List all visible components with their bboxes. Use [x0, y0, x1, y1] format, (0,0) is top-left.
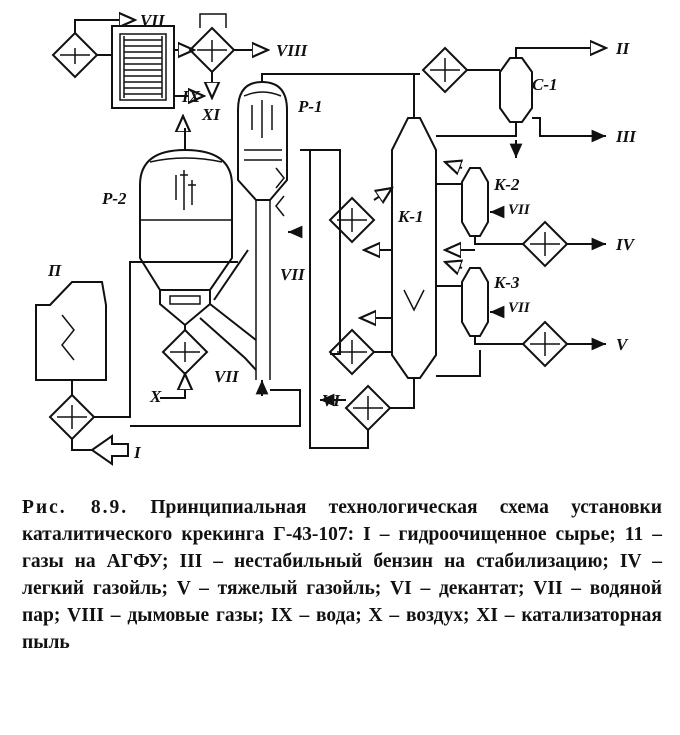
label-stripper-k2: K-2	[493, 175, 520, 194]
label-stream-ii: II	[615, 39, 631, 58]
label-stripper-k3: K-3	[493, 273, 520, 292]
process-flow-diagram: VII VIII IX XI P-1 P-2 VII П X VII I K-1…	[35, 11, 637, 466]
feed-inlet-arrow	[90, 434, 129, 466]
label-column-k1: K-1	[397, 207, 424, 226]
label-furnace: П	[47, 261, 62, 280]
air-heater-p2	[161, 328, 209, 376]
label-stream-v: V	[616, 335, 629, 354]
caption-text: Принципиальная технологическая схема уст…	[22, 497, 662, 653]
label-reactor-p1: P-1	[297, 97, 323, 116]
label-stream-vii-p1: VII	[280, 265, 306, 284]
cooler-k1-left-upper	[328, 196, 376, 244]
heat-exchanger-top-left	[51, 31, 99, 79]
label-regenerator-p2: P-2	[101, 189, 127, 208]
label-stream-ix: IX	[181, 87, 201, 106]
label-stream-vii-k3: VII	[508, 300, 531, 316]
label-stream-xi: XI	[201, 105, 221, 124]
cyclone-filter-top	[188, 13, 236, 74]
cooler-v	[521, 320, 569, 368]
waste-heat-boiler	[111, 25, 175, 109]
label-stream-vii-bottom: VII	[214, 367, 240, 386]
cooler-k1-left-lower	[328, 328, 376, 376]
fractionating-column-k1	[391, 117, 437, 379]
cooler-iv	[521, 220, 569, 268]
feed-heat-exchanger	[48, 393, 96, 441]
label-stream-vi: VI	[322, 391, 341, 410]
cooler-vi	[344, 384, 392, 432]
label-stream-iv: IV	[615, 235, 636, 254]
stripper-k3	[461, 267, 489, 337]
reactor-p1	[237, 80, 288, 380]
label-stream-vii-k2: VII	[508, 202, 531, 218]
caption-prefix: Рис. 8.9.	[22, 497, 129, 518]
label-stream-iii: III	[615, 127, 637, 146]
condenser-top	[421, 46, 469, 94]
label-stream-viii: VIII	[276, 41, 309, 60]
label-stream-i: I	[133, 443, 142, 462]
label-stream-x: X	[149, 387, 162, 406]
figure-caption: Рис. 8.9. Принципиальная технологическая…	[22, 494, 662, 656]
label-stream-vii-top: VII	[140, 11, 166, 30]
stripper-k2	[461, 167, 489, 237]
label-separator-c1: C-1	[532, 75, 558, 94]
regenerator-p2	[139, 148, 233, 327]
furnace	[35, 281, 107, 381]
separator-c1	[499, 57, 533, 123]
